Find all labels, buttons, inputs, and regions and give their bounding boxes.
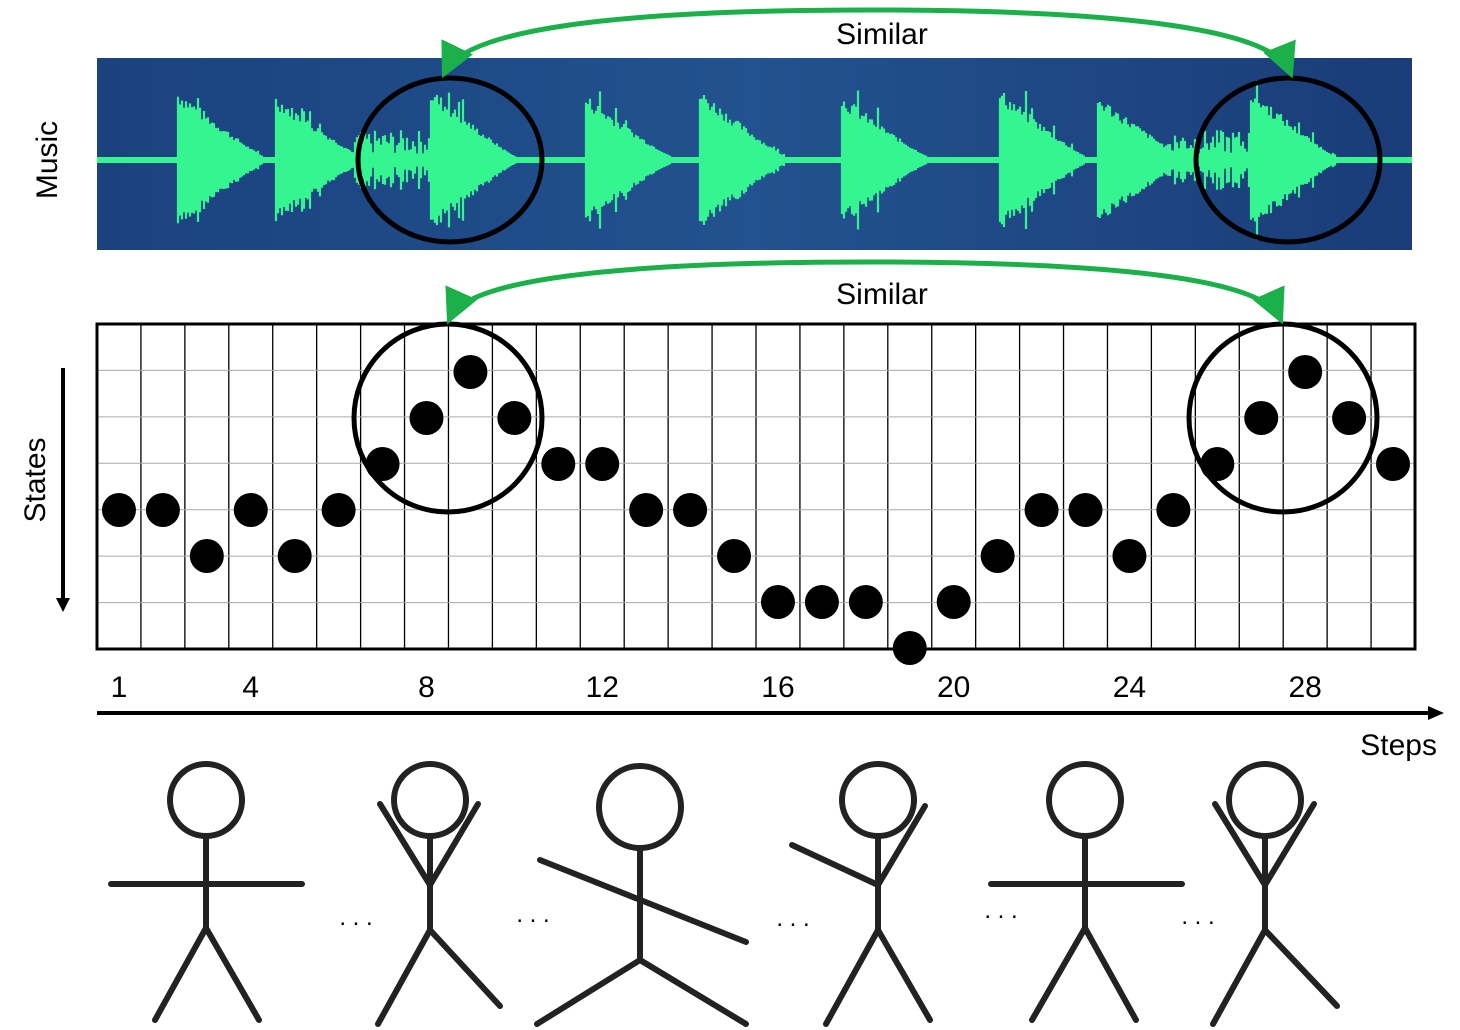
stick-figure-t-pose-2 — [988, 761, 1185, 1023]
state-dot — [585, 447, 620, 481]
states-grid — [97, 324, 1415, 649]
states-panel: Similar States — [19, 259, 1417, 665]
stick-figure-diagonal — [534, 763, 749, 1027]
step-tick-label: 28 — [1288, 671, 1321, 704]
state-dot — [717, 539, 752, 573]
steps-axis-label: Steps — [1360, 729, 1437, 762]
waveform-bursts — [176, 80, 1337, 240]
stick-figure-arms-up-2 — [1210, 761, 1340, 1027]
state-dots — [101, 355, 1411, 665]
state-dot — [365, 447, 400, 481]
state-dot — [804, 585, 839, 619]
dancer-separator: . . . — [1181, 903, 1214, 930]
state-dot — [892, 631, 927, 665]
steps-axis-arrowhead — [1428, 706, 1444, 720]
dancer-separators: . . . . . . . . . . . . . . . — [339, 897, 1214, 932]
state-dot — [1332, 401, 1367, 435]
dancer-separator: . . . — [516, 901, 549, 928]
state-dot — [101, 493, 136, 527]
states-similar-arrow — [445, 259, 1285, 325]
step-tick-label: 8 — [418, 671, 435, 704]
dancer-separator: . . . — [776, 905, 809, 932]
state-dot — [1376, 447, 1411, 481]
steps-tick-labels: 1 4 8 12 16 20 24 28 — [111, 671, 1322, 704]
states-axis-arrowhead — [56, 598, 70, 612]
state-dot — [936, 585, 971, 619]
stick-figure-t-pose — [108, 761, 305, 1023]
state-dot — [1024, 493, 1059, 527]
steps-axis: 1 4 8 12 16 20 24 28 Steps — [97, 671, 1444, 762]
step-tick-label: 1 — [111, 671, 128, 704]
music-waveform — [97, 80, 1412, 240]
dancer-separator: . . . — [339, 904, 372, 931]
music-panel: Similar Music — [31, 7, 1412, 250]
state-dot — [409, 401, 444, 435]
state-dot — [760, 585, 795, 619]
dancer-figures — [108, 761, 1340, 1027]
step-tick-label: 16 — [761, 671, 794, 704]
state-dot — [673, 493, 708, 527]
state-dot — [629, 493, 664, 527]
state-dot — [233, 493, 268, 527]
states-similar-label: Similar — [836, 278, 928, 311]
state-dot — [145, 493, 180, 527]
stick-figure-one-arm-up — [789, 761, 933, 1027]
state-dot — [453, 355, 488, 389]
state-dot — [1112, 539, 1147, 573]
state-dot — [189, 539, 224, 573]
state-dot — [1156, 493, 1191, 527]
step-tick-label: 20 — [937, 671, 970, 704]
states-axis-label: States — [19, 437, 52, 522]
state-dot — [1244, 401, 1279, 435]
step-tick-label: 24 — [1113, 671, 1146, 704]
state-dot — [321, 493, 356, 527]
stick-figure-arms-up — [375, 761, 503, 1027]
dancer-separator: . . . — [984, 897, 1017, 924]
state-dot — [497, 401, 532, 435]
state-dot — [1288, 355, 1323, 389]
step-tick-label: 4 — [242, 671, 259, 704]
state-dot — [1200, 447, 1235, 481]
step-tick-label: 12 — [586, 671, 619, 704]
state-dot — [1068, 493, 1103, 527]
state-dot — [848, 585, 883, 619]
state-dot — [980, 539, 1015, 573]
state-dot — [541, 447, 576, 481]
music-similar-arrow — [441, 7, 1296, 79]
state-dot — [277, 539, 312, 573]
music-similar-label: Similar — [836, 18, 928, 51]
music-label: Music — [31, 121, 64, 199]
